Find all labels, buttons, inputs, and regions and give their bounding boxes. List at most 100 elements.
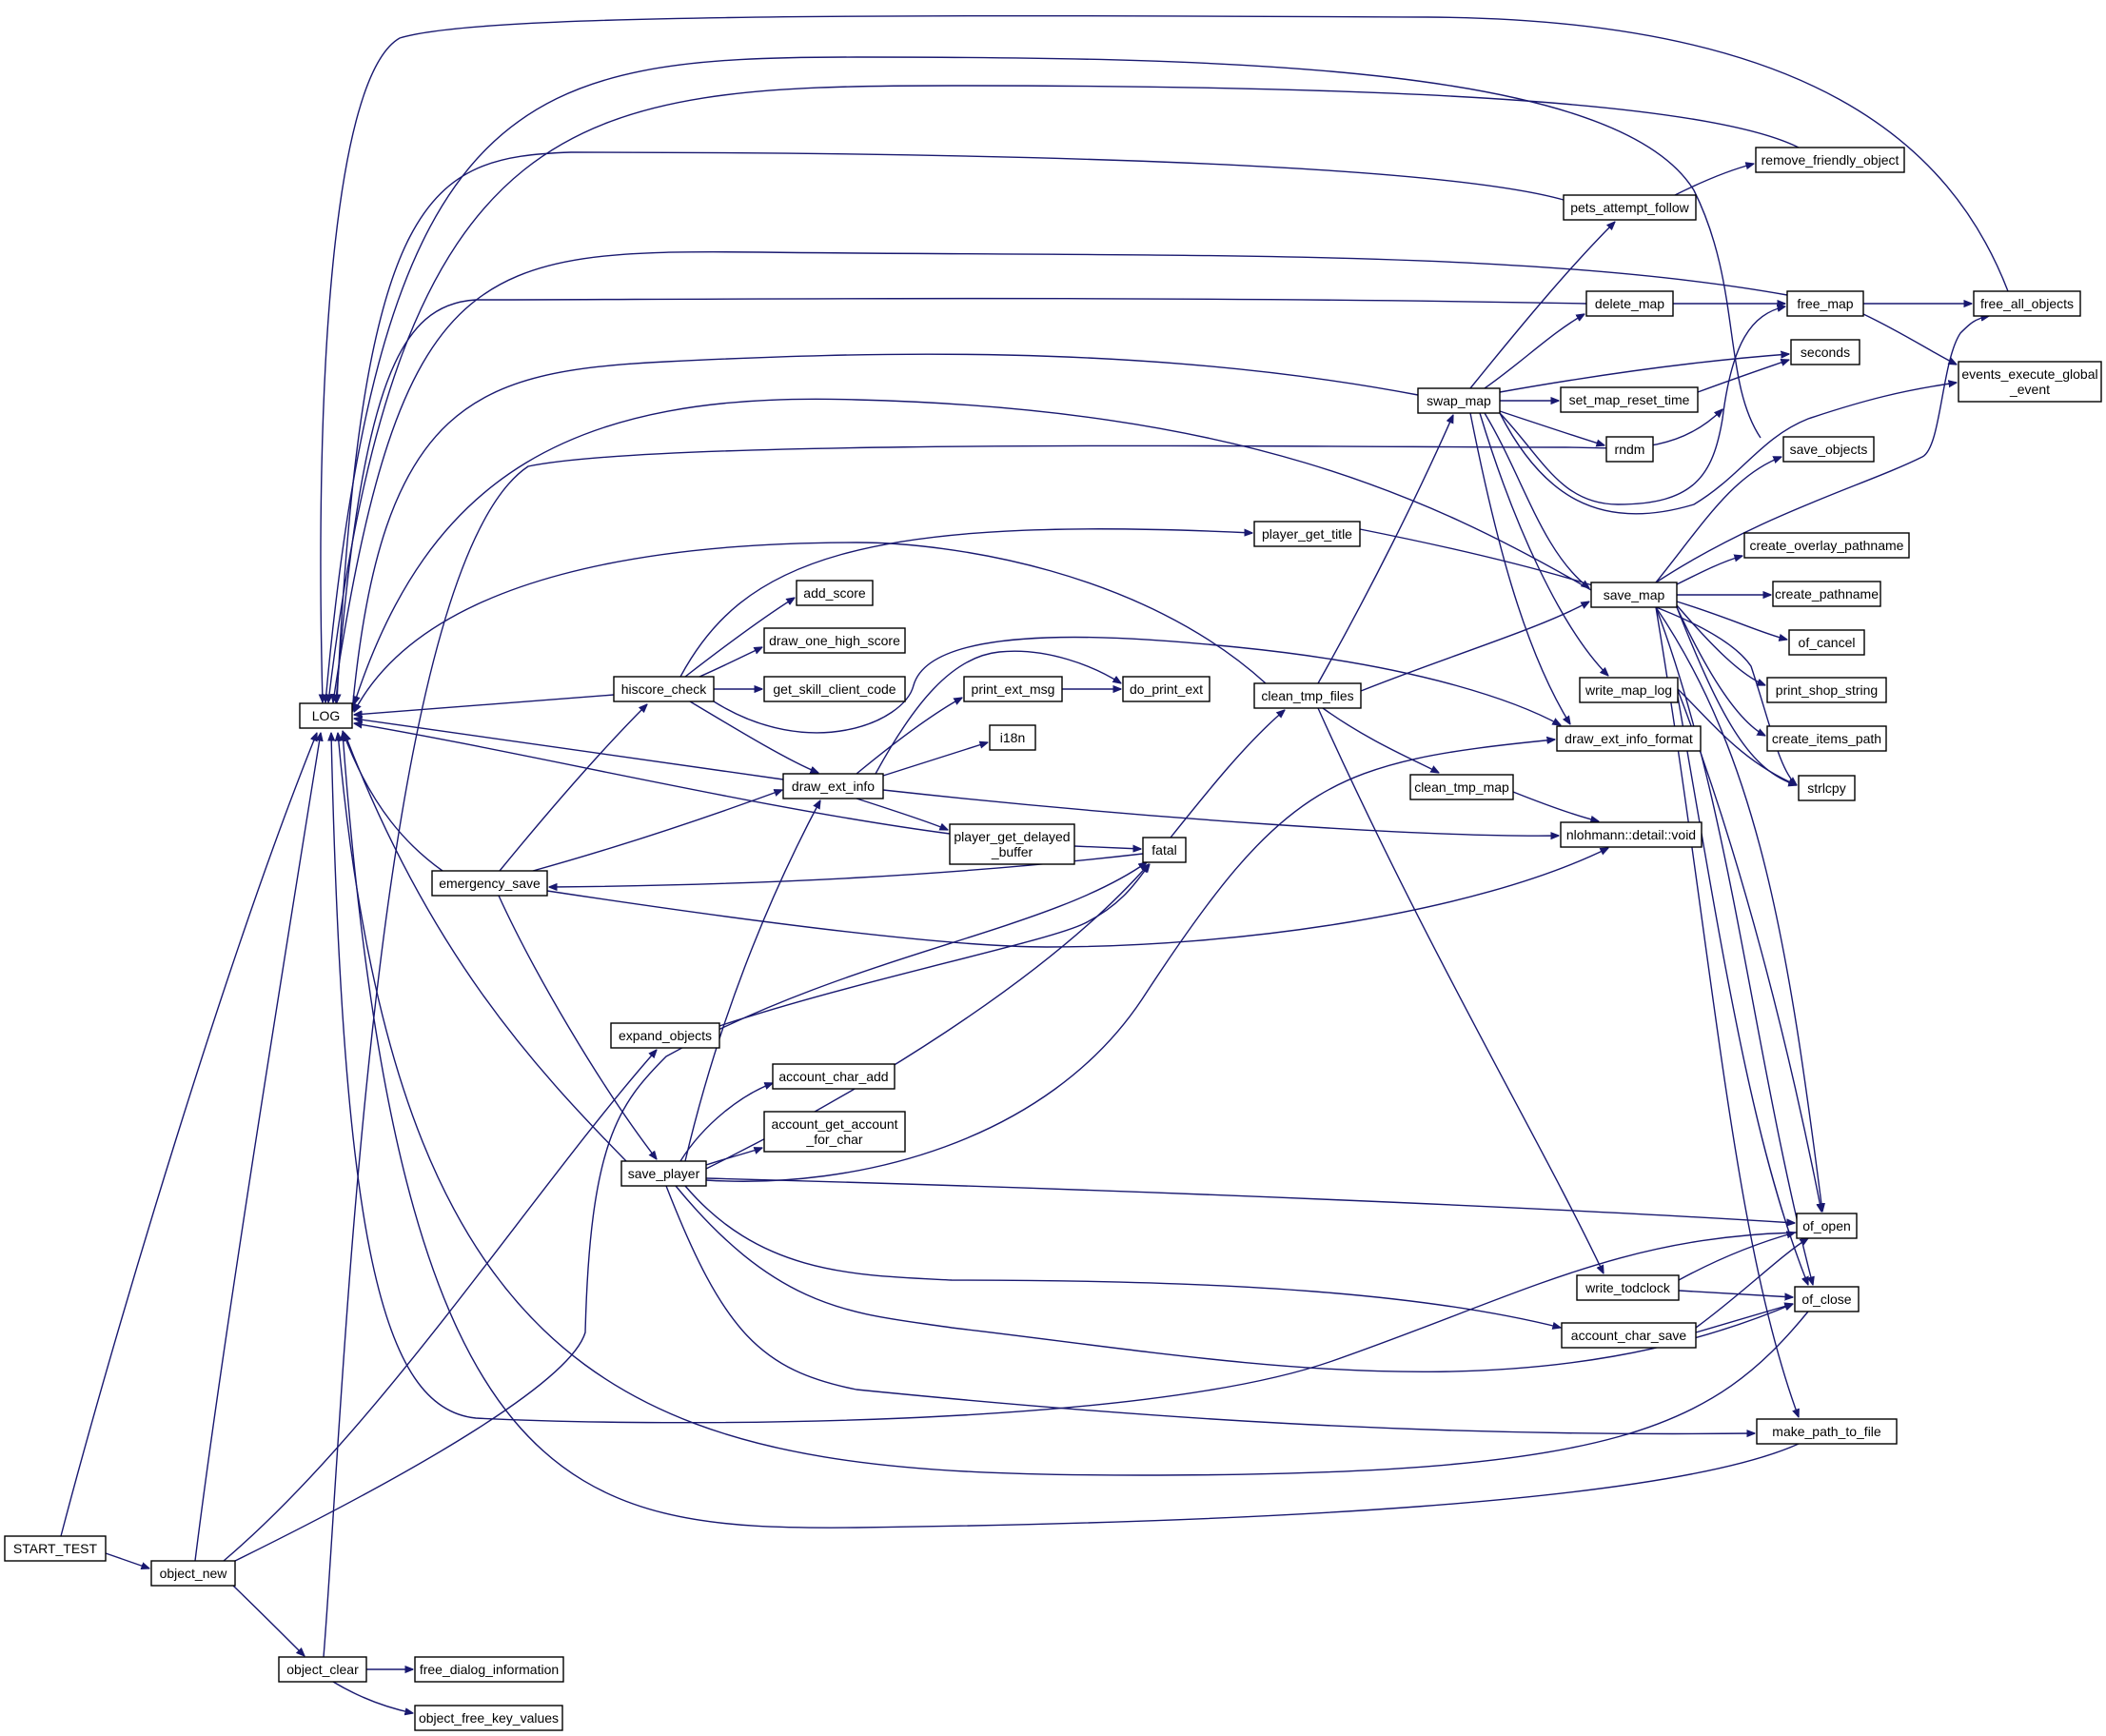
node-create-overlay-pathname[interactable]: create_overlay_pathname — [1743, 532, 1910, 559]
node-label: add_score — [803, 585, 866, 601]
node-label: clean_tmp_files — [1261, 688, 1353, 703]
edge-swap_map-to-delete_map — [1484, 314, 1584, 389]
edge-write_todclock-to-of_close — [1678, 1290, 1793, 1297]
node-print-ext-msg[interactable]: print_ext_msg — [963, 676, 1063, 702]
node-of-open[interactable]: of_open — [1796, 1213, 1858, 1239]
node-label: print_shop_string — [1776, 682, 1878, 698]
node-player-get-delayed-buffer[interactable]: player_get_delayed_buffer — [949, 823, 1075, 865]
node-label: save_map — [1604, 587, 1665, 602]
edge-emergency_save-to-save_player — [498, 895, 657, 1159]
node-expand-objects[interactable]: expand_objects — [610, 1022, 720, 1049]
node-label: free_map — [1797, 296, 1853, 311]
node-strlcpy[interactable]: strlcpy — [1798, 775, 1856, 801]
node-label: set_map_reset_time — [1569, 392, 1690, 407]
node-do-print-ext[interactable]: do_print_ext — [1122, 676, 1210, 702]
node-player-get-title[interactable]: player_get_title — [1253, 521, 1361, 547]
edge-swap_map-to-free_map — [1499, 306, 1785, 505]
edge-object_clear-to-object_free_key_values — [332, 1681, 413, 1713]
edge-hiscore_check-to-draw_ext_info_format — [713, 636, 1561, 734]
node-label: of_open — [1802, 1218, 1851, 1233]
node-clean-tmp-files[interactable]: clean_tmp_files — [1253, 682, 1362, 709]
node-label: write_map_log — [1584, 682, 1672, 698]
node-write-map-log[interactable]: write_map_log — [1579, 677, 1679, 703]
edge-save_player-to-make_path_to_file — [665, 1185, 1755, 1434]
edge-hiscore_check-to-draw_one_high_score — [699, 647, 762, 678]
edge-save_map-to-create_items_path — [1676, 606, 1765, 736]
node-draw-ext-info-format[interactable]: draw_ext_info_format — [1556, 725, 1702, 752]
node-of-cancel[interactable]: of_cancel — [1788, 629, 1865, 656]
node-create-items-path[interactable]: create_items_path — [1766, 725, 1887, 752]
node-write-todclock[interactable]: write_todclock — [1576, 1274, 1680, 1301]
node-fatal[interactable]: fatal — [1142, 837, 1187, 863]
node-save-objects[interactable]: save_objects — [1782, 436, 1875, 463]
node-free-dialog-information[interactable]: free_dialog_information — [414, 1656, 564, 1683]
node-label: free_dialog_information — [420, 1662, 559, 1677]
edge-save_player-to-account_char_add — [679, 1083, 773, 1162]
node-object-clear[interactable]: object_clear — [278, 1656, 367, 1683]
edge-swap_map-to-rndm — [1499, 410, 1604, 445]
edge-swap_map-to-draw_ext_info_format — [1469, 412, 1570, 724]
node-label: free_all_objects — [1980, 296, 2074, 311]
edge-draw_ext_info-to-print_ext_msg — [856, 698, 962, 775]
node-events-execute-global-event[interactable]: events_execute_global_event — [1958, 361, 2102, 403]
node-get-skill-client-code[interactable]: get_skill_client_code — [763, 676, 906, 702]
node-save-map[interactable]: save_map — [1590, 582, 1678, 608]
node-account-char-save[interactable]: account_char_save — [1561, 1322, 1697, 1349]
node-start-test[interactable]: START_TEST — [4, 1535, 107, 1562]
node-label: get_skill_client_code — [773, 681, 896, 697]
node-label: START_TEST — [13, 1541, 98, 1556]
node-draw-ext-info[interactable]: draw_ext_info — [782, 773, 884, 799]
node-account-get-account-for-char[interactable]: account_get_account_for_char — [763, 1111, 906, 1153]
node-pets-attempt-follow[interactable]: pets_attempt_follow — [1563, 194, 1697, 221]
node-save-player[interactable]: save_player — [620, 1160, 707, 1187]
node-emergency-save[interactable]: emergency_save — [431, 870, 548, 897]
node-free-map[interactable]: free_map — [1786, 290, 1864, 317]
edge-clean_tmp_files-to-clean_tmp_map — [1322, 707, 1439, 773]
node-label: i18n — [1000, 730, 1025, 745]
node-remove-friendly-object[interactable]: remove_friendly_object — [1755, 147, 1905, 173]
edge-hiscore_check-to-add_score — [684, 598, 795, 678]
node-delete-map[interactable]: delete_map — [1585, 290, 1674, 317]
node-nlohmann-detail-void[interactable]: nlohmann::detail::void — [1560, 821, 1703, 848]
edge-expand_objects-to-fatal — [718, 864, 1150, 1027]
node-label: expand_objects — [619, 1028, 712, 1043]
node-hiscore-check[interactable]: hiscore_check — [613, 676, 715, 702]
edge-draw_ext_info-to-log — [354, 719, 784, 780]
edge-save_map-to-of_cancel — [1676, 601, 1787, 640]
node-label: do_print_ext — [1130, 681, 1203, 697]
node-object-free-key-values[interactable]: object_free_key_values — [414, 1705, 563, 1731]
node-label: player_get_title — [1262, 526, 1352, 542]
node-label: pets_attempt_follow — [1570, 200, 1689, 215]
node-i18n[interactable]: i18n — [989, 724, 1036, 751]
edge-emergency_save-to-log — [343, 731, 443, 872]
node-object-new[interactable]: object_new — [150, 1560, 236, 1587]
node-account-char-add[interactable]: account_char_add — [772, 1063, 896, 1090]
node-rndm[interactable]: rndm — [1605, 436, 1654, 463]
edge-account_char_save-to-of_close — [1695, 1304, 1793, 1333]
edge-save_player-to-account_get_account_for_char — [705, 1148, 762, 1166]
edge-save_player-to-draw_ext_info_format — [705, 740, 1555, 1182]
node-log[interactable]: LOG — [299, 702, 353, 729]
node-label: make_path_to_file — [1772, 1424, 1881, 1439]
node-label: of_close — [1801, 1292, 1851, 1307]
edge-emergency_save-to-nlohmann_detail_void — [546, 848, 1608, 948]
node-seconds[interactable]: seconds — [1790, 339, 1860, 365]
node-of-close[interactable]: of_close — [1794, 1286, 1860, 1312]
node-create-pathname[interactable]: create_pathname — [1772, 581, 1881, 607]
node-print-shop-string[interactable]: print_shop_string — [1766, 677, 1887, 703]
edge-save_map-to-save_objects — [1655, 457, 1781, 583]
node-swap-map[interactable]: swap_map — [1417, 387, 1501, 414]
edge-fatal-to-clean_tmp_files — [1170, 710, 1285, 838]
node-clean-tmp-map[interactable]: clean_tmp_map — [1409, 774, 1514, 800]
node-make-path-to-file[interactable]: make_path_to_file — [1756, 1418, 1898, 1445]
edge-object_clear-to-log — [323, 409, 1722, 1658]
node-label: write_todclock — [1584, 1280, 1671, 1295]
edge-emergency_save-to-draw_ext_info — [532, 790, 782, 872]
edge-save_map-to-make_path_to_file — [1655, 606, 1799, 1417]
edge-swap_map-to-save_map — [1484, 412, 1589, 588]
node-draw-one-high-score[interactable]: draw_one_high_score — [763, 627, 906, 654]
node-set-map-reset-time[interactable]: set_map_reset_time — [1560, 386, 1699, 413]
node-label: strlcpy — [1807, 780, 1845, 796]
node-add-score[interactable]: add_score — [796, 580, 874, 606]
node-free-all-objects[interactable]: free_all_objects — [1973, 290, 2081, 317]
